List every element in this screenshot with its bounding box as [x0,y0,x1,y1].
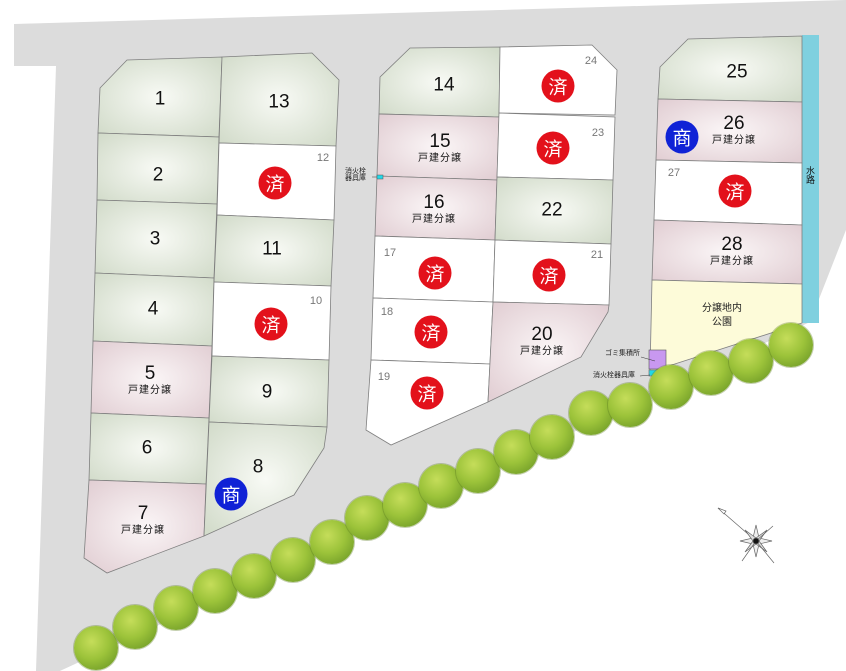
lot-6-label: 6 [141,437,153,459]
tree-icon [649,365,693,409]
lot-21-number: 21 [590,249,604,261]
lot-11-label: 11 [262,238,282,260]
lot-27-number: 27 [667,167,681,179]
park[interactable] [649,279,803,373]
sold-badge-lot-24: 済 [541,69,575,103]
tree-icon [608,383,652,427]
sold-badge-lot-23: 済 [536,131,570,165]
sold-badge-lot-17: 済 [418,256,452,290]
sold-badge-lot-19: 済 [410,376,444,410]
waterway [802,35,819,323]
lot-17-number: 17 [383,247,397,259]
lot-19-number: 19 [377,371,391,383]
lot-4-label: 4 [147,298,159,320]
garbage-station-label: ゴミ集積所 [605,350,640,357]
tree-icon [419,464,463,508]
tree-icon [193,569,237,613]
sold-badge-lot-18: 済 [414,315,448,349]
lot-14-label: 14 [433,74,455,96]
commercial-badge-lot-8: 商 [214,477,248,511]
lot-2-label: 2 [152,164,164,186]
tree-icon [74,626,118,670]
tree-icon [113,605,157,649]
lot-13-label: 13 [268,91,290,113]
lot-10-number: 10 [309,295,323,307]
tree-icon [232,554,276,598]
hydrant-box-south-label: 消火栓器具庫 [593,372,635,379]
sold-badge-lot-10: 済 [254,307,288,341]
hydrant-box-north [376,174,384,180]
tree-icon [154,586,198,630]
compass-icon [717,507,775,564]
waterway-label: 水路 [805,166,815,184]
lot-23-number: 23 [591,127,605,139]
tree-icon [769,323,813,367]
lot-8-label: 8 [252,456,264,478]
lot-7[interactable] [83,479,207,574]
tree-icon [271,538,315,582]
park-label: 分譲地内公園 [702,303,742,328]
lot-20[interactable] [487,301,610,403]
commercial-badge-lot-26: 商 [665,120,699,154]
lot-12-number: 12 [316,152,330,164]
sold-badge-lot-12: 済 [258,166,292,200]
tree-icon [530,415,574,459]
tree-icon [345,496,389,540]
lot-24-number: 24 [584,55,598,67]
hydrant-box-north-label: 消火栓器具庫 [345,168,366,183]
tree-icon [456,449,500,493]
open-land [60,310,846,671]
lot-13[interactable] [218,52,340,147]
lot-18-number: 18 [380,306,394,318]
tree-icon [689,351,733,395]
tree-icon [569,391,613,435]
lot-3-label: 3 [149,228,161,250]
sold-badge-lot-27: 済 [718,174,752,208]
lot-25-label: 25 [726,61,748,83]
lot-22-label: 22 [541,199,563,221]
tree-icon [729,339,773,383]
lot-9-label: 9 [261,381,273,403]
lot-1-label: 1 [154,88,166,110]
sold-badge-lot-21: 済 [532,258,566,292]
